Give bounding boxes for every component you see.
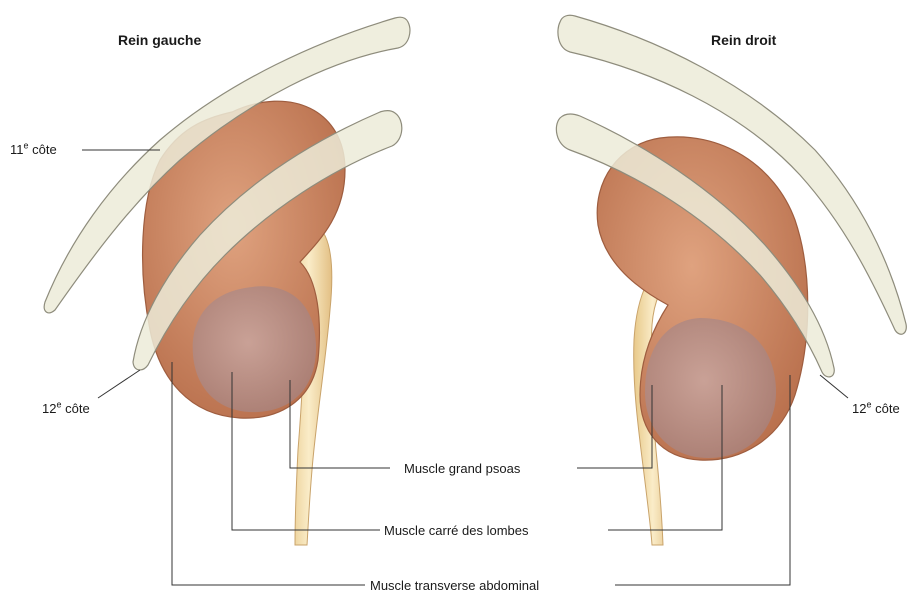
label-rib12-right-word: côte: [871, 401, 899, 416]
label-rib11-left-word: côte: [29, 142, 57, 157]
right-quadratus-area: [645, 318, 776, 458]
label-rib11-left-number: 11: [10, 142, 24, 157]
leader-rib12-right: [820, 375, 848, 398]
left-kidney-group: [44, 17, 410, 545]
title-right-kidney: Rein droit: [711, 32, 776, 48]
label-psoas: Muscle grand psoas: [404, 461, 520, 477]
label-transverse: Muscle transverse abdominal: [370, 578, 539, 594]
label-rib12-right-number: 12: [852, 401, 866, 416]
right-kidney-group: [556, 15, 906, 545]
label-rib12-right: 12e côte: [852, 401, 900, 417]
leader-rib12-left: [98, 370, 140, 398]
label-rib12-left-word: côte: [61, 401, 89, 416]
label-quadratus: Muscle carré des lombes: [384, 523, 529, 539]
label-rib12-left: 12e côte: [42, 401, 90, 417]
left-quadratus-area: [193, 286, 316, 412]
label-rib11-left: 11e côte: [10, 142, 57, 158]
label-rib12-left-number: 12: [42, 401, 56, 416]
title-left-kidney: Rein gauche: [118, 32, 201, 48]
